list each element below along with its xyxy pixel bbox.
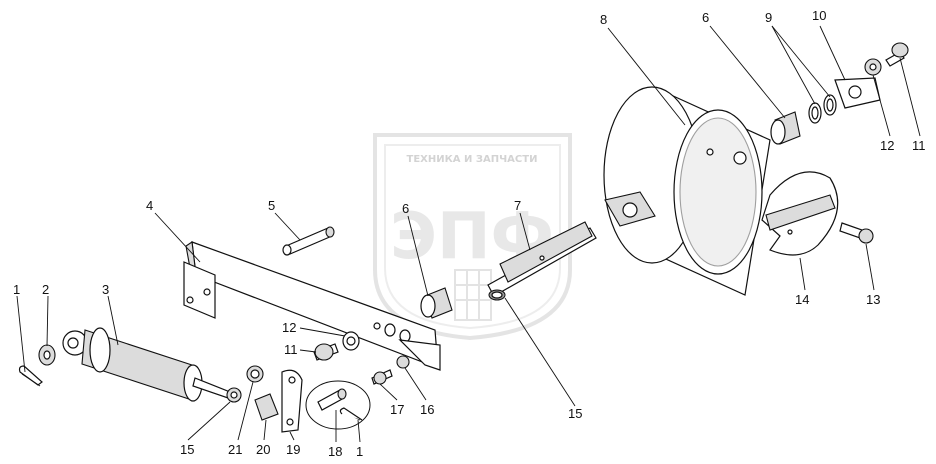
callout-19: 19 [286,442,300,457]
callout-2: 2 [42,282,49,297]
callout-14: 14 [795,292,809,307]
clip-20 [254,393,279,421]
pin-18-group [305,380,371,430]
bolt-11-right [885,42,909,67]
nut-15-left [226,387,242,403]
washer-2 [38,344,56,366]
callout-5: 5 [268,198,275,213]
callout-6-center: 6 [402,201,409,216]
callout-labels: 1 2 3 4 5 6 7 8 6 9 10 11 12 12 11 13 14… [13,8,926,459]
cover-plate-14 [761,171,839,256]
watermark-shield: ТЕХНИКА И ЗАПЧАСТИ ЭПФ [373,133,572,341]
washer-12-right [864,58,882,76]
rings-9 [808,94,837,124]
callout-15-center: 15 [568,406,582,421]
callout-9: 9 [765,10,772,25]
callout-13: 13 [866,292,880,307]
callout-12-middle: 12 [282,320,296,335]
callout-11-middle: 11 [284,342,298,357]
hydraulic-cylinder [62,327,231,402]
pin-5 [282,226,335,256]
nut-21 [246,365,264,383]
bushing-6-right [770,111,801,145]
callout-6-right: 6 [702,10,709,25]
cotter-pin-left [18,365,43,387]
drum-housing [603,86,771,296]
callout-1-left: 1 [13,282,20,297]
callout-17: 17 [390,402,404,417]
leader-lines [16,25,921,443]
callout-4: 4 [146,198,153,213]
callout-15-left: 15 [180,442,194,457]
bolt-13 [839,222,874,244]
callout-12-right: 12 [880,138,894,153]
bolt-11-middle [313,343,339,361]
watermark-building-icon [454,269,492,321]
key-15-center [488,289,506,301]
callout-18: 18 [328,444,342,459]
callout-7: 7 [514,198,521,213]
nut-16 [396,355,410,369]
flange-10 [834,77,881,109]
bushing-6-center [420,287,453,319]
callout-3: 3 [102,282,109,297]
bracket-bar [183,241,441,371]
callout-11-right: 11 [912,138,926,153]
callout-20: 20 [256,442,270,457]
callout-21: 21 [228,442,242,457]
watermark-top-text: ТЕХНИКА И ЗАПЧАСТИ [407,154,538,165]
callout-10: 10 [812,8,826,23]
callout-16: 16 [420,402,434,417]
bolt-17 [371,369,393,385]
callout-8: 8 [600,12,607,27]
washer-12-middle [342,331,360,351]
lever-19 [281,369,303,433]
shaft-7 [487,221,597,297]
callout-1-right: 1 [356,444,363,459]
